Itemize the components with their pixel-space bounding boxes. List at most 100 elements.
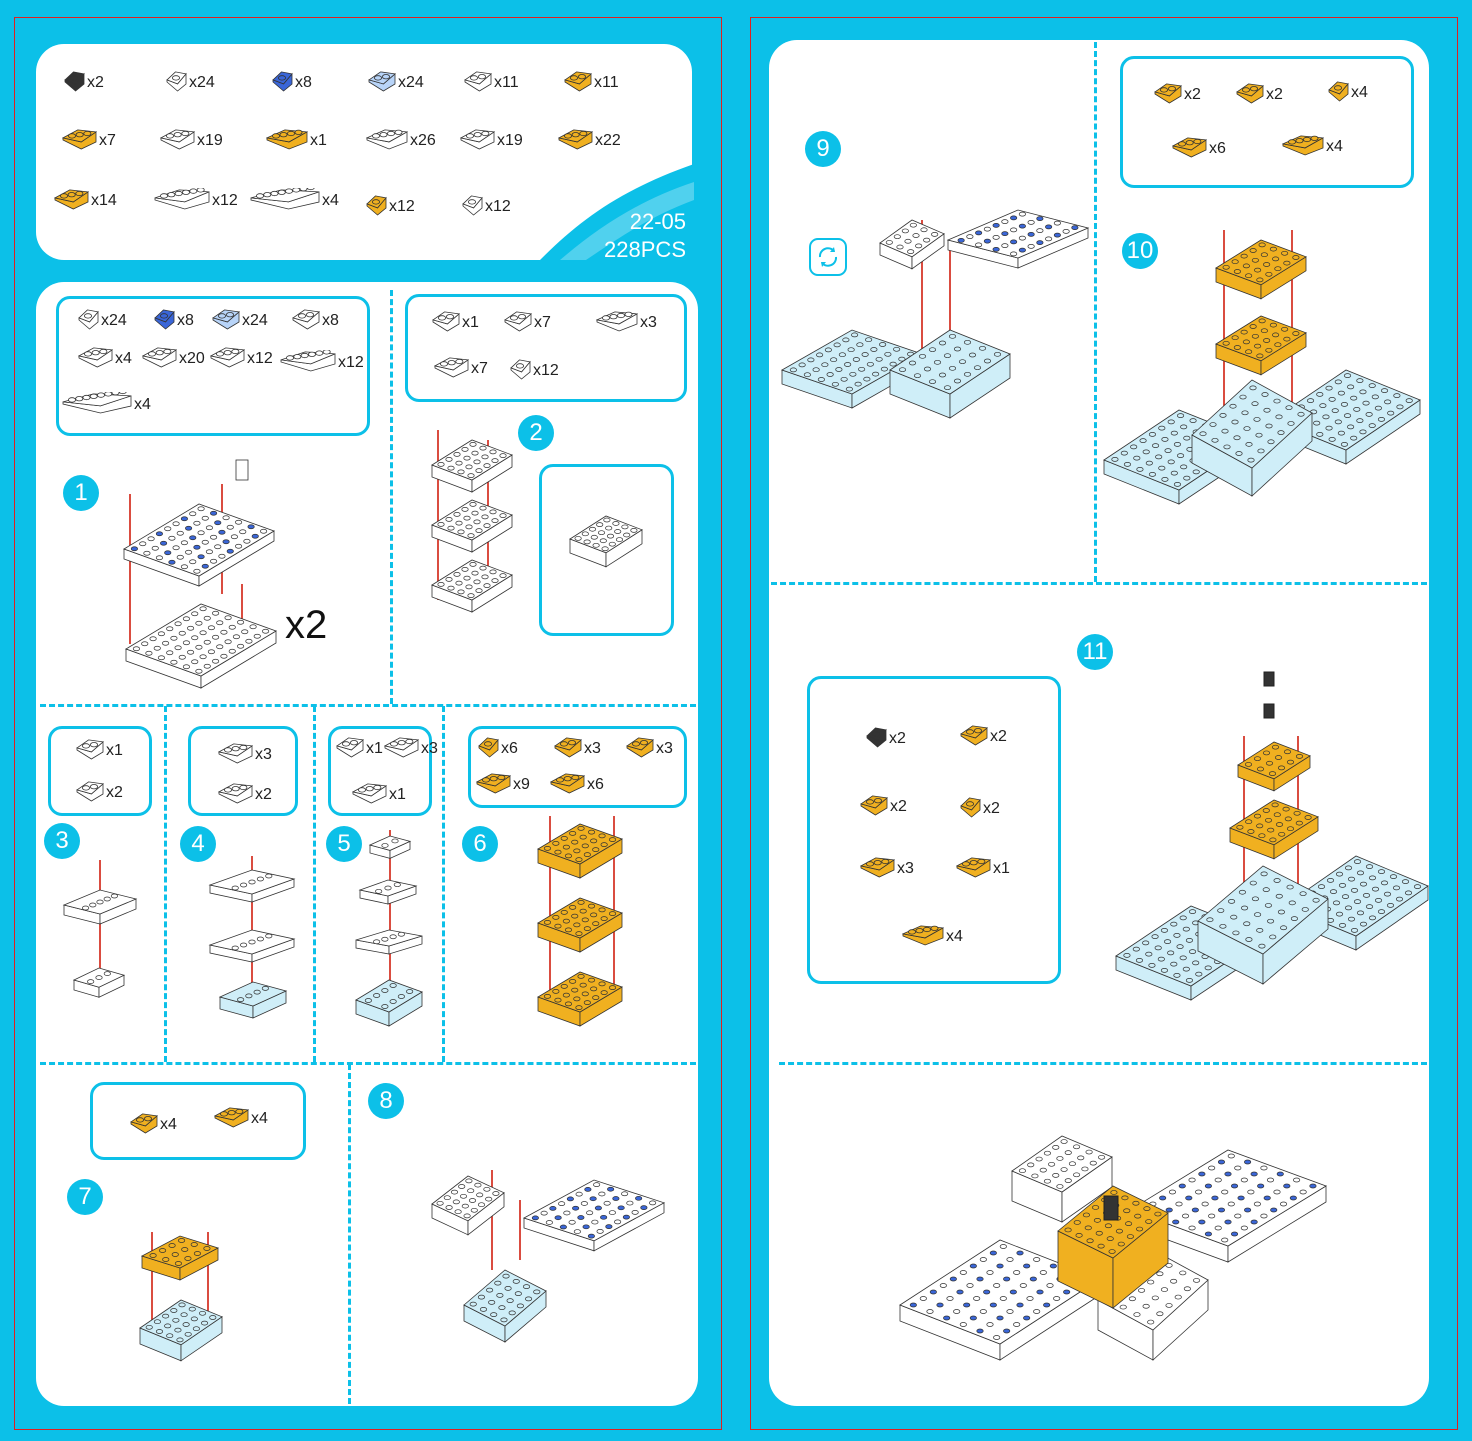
part-entry: x12: [210, 346, 273, 368]
divider: [779, 1062, 1427, 1065]
part-entry: x6: [1172, 136, 1226, 158]
step-8-number: 8: [368, 1083, 404, 1119]
part-entry: x6: [478, 736, 518, 758]
part-entry: x4: [62, 392, 151, 414]
part-entry: x8: [154, 308, 194, 330]
white-2x2-brick-icon: [292, 309, 320, 330]
part-count: x12: [389, 198, 415, 215]
part-count: x12: [533, 362, 559, 379]
step-6-number: 6: [462, 826, 498, 862]
orange-3x3-brick-icon: [558, 129, 593, 150]
part-count: x11: [594, 74, 619, 91]
part-entry: x2: [866, 726, 906, 748]
orange-2x3-brick-icon: [476, 773, 511, 794]
part-entry: x14: [54, 188, 117, 210]
step-9-number: 9: [805, 131, 841, 167]
step3-model: [62, 860, 138, 998]
part-count: x3: [656, 740, 673, 757]
orange-2x4-brick-icon: [1282, 135, 1324, 156]
orange-l-brick-icon: [1328, 81, 1349, 102]
part-count: x1: [106, 742, 123, 759]
divider: [390, 290, 393, 704]
part-entry: x19: [460, 128, 523, 150]
part-count: x14: [91, 192, 117, 209]
step1-multiplier: x2: [285, 603, 328, 647]
part-entry: x2: [64, 70, 104, 92]
divider: [40, 704, 696, 707]
orange-2x2-brick-icon: [860, 795, 888, 816]
orange-2x3-brick-icon: [860, 857, 895, 878]
set-code: 22-05 228PCS: [560, 208, 686, 264]
part-count: x2: [889, 730, 906, 747]
step2-detail: [569, 515, 643, 568]
part-count: x3: [897, 860, 914, 877]
part-count: x24: [101, 312, 127, 329]
orange-2x2-brick-icon: [564, 71, 592, 92]
white-2x4-brick-icon: [596, 311, 638, 332]
step-11-number: 11: [1077, 634, 1113, 670]
part-count: x3: [584, 740, 601, 757]
part-count: x2: [890, 798, 907, 815]
part-entry: x1: [956, 856, 1010, 878]
step10-model: [1103, 230, 1421, 505]
white-2x2-brick-icon: [504, 311, 532, 332]
part-entry: x3: [860, 856, 914, 878]
step-1-number: 1: [63, 475, 99, 511]
part-entry: x24: [166, 70, 215, 92]
white-2x2-brick-icon: [76, 781, 104, 802]
part-count: x7: [99, 132, 116, 149]
part-count: x12: [338, 354, 364, 371]
orange-2x3-brick-icon: [214, 1107, 249, 1128]
part-entry: x4: [1328, 80, 1368, 102]
final-satellite-model: [899, 1135, 1327, 1361]
step7-model: [139, 1232, 223, 1362]
white-l-brick-icon: [510, 359, 531, 380]
orange-2x2-brick-icon: [1154, 83, 1182, 104]
orange-2x3-brick-icon: [1172, 137, 1207, 158]
part-count: x4: [946, 928, 963, 945]
part-count: x4: [1326, 138, 1343, 155]
part-entry: x1: [352, 782, 406, 804]
step2-detail-box: [539, 464, 674, 636]
step-3-number: 3: [44, 823, 80, 859]
step5-model: [355, 830, 423, 1027]
part-count: x2: [983, 800, 1000, 817]
part-entry: x7: [504, 310, 551, 332]
part-count: x19: [497, 132, 523, 149]
orange-2x2-brick-icon: [554, 737, 582, 758]
step-7-number: 7: [67, 1179, 103, 1215]
white-2x3-brick-icon: [160, 129, 195, 150]
part-entry: x12: [154, 188, 238, 210]
part-count: x3: [421, 740, 438, 757]
step1-model: [123, 459, 277, 689]
white-2x3-brick-icon: [352, 783, 387, 804]
orange-2x2-brick-icon: [1236, 83, 1264, 104]
part-entry: x1: [266, 128, 327, 150]
divider: [771, 582, 1427, 585]
divider: [348, 1064, 351, 1404]
part-entry: x19: [160, 128, 223, 150]
part-entry: x20: [142, 346, 205, 368]
white-2x3-brick-icon: [218, 743, 253, 764]
part-count: x1: [366, 740, 383, 757]
set-number: 22-05: [629, 209, 686, 234]
light-blue-2x2-brick-icon: [212, 309, 240, 330]
part-entry: x24: [368, 70, 424, 92]
part-count: x22: [595, 132, 621, 149]
part-count: x2: [106, 784, 123, 801]
part-entry: x24: [212, 308, 268, 330]
white-2x2-brick-icon: [336, 737, 364, 758]
part-entry: x3: [626, 736, 673, 758]
orange-l-brick-icon: [366, 195, 387, 216]
step-2-number: 2: [518, 415, 554, 451]
left-page-border: [14, 17, 722, 1430]
part-count: x24: [242, 312, 268, 329]
part-entry: x12: [462, 194, 511, 216]
step8-model: [431, 1170, 666, 1343]
part-count: x11: [494, 74, 519, 91]
part-entry: x22: [558, 128, 621, 150]
white-3x3-brick-icon: [434, 357, 469, 378]
part-count: x6: [501, 740, 518, 757]
white-2x3-brick-icon: [142, 347, 177, 368]
part-count: x2: [255, 786, 272, 803]
